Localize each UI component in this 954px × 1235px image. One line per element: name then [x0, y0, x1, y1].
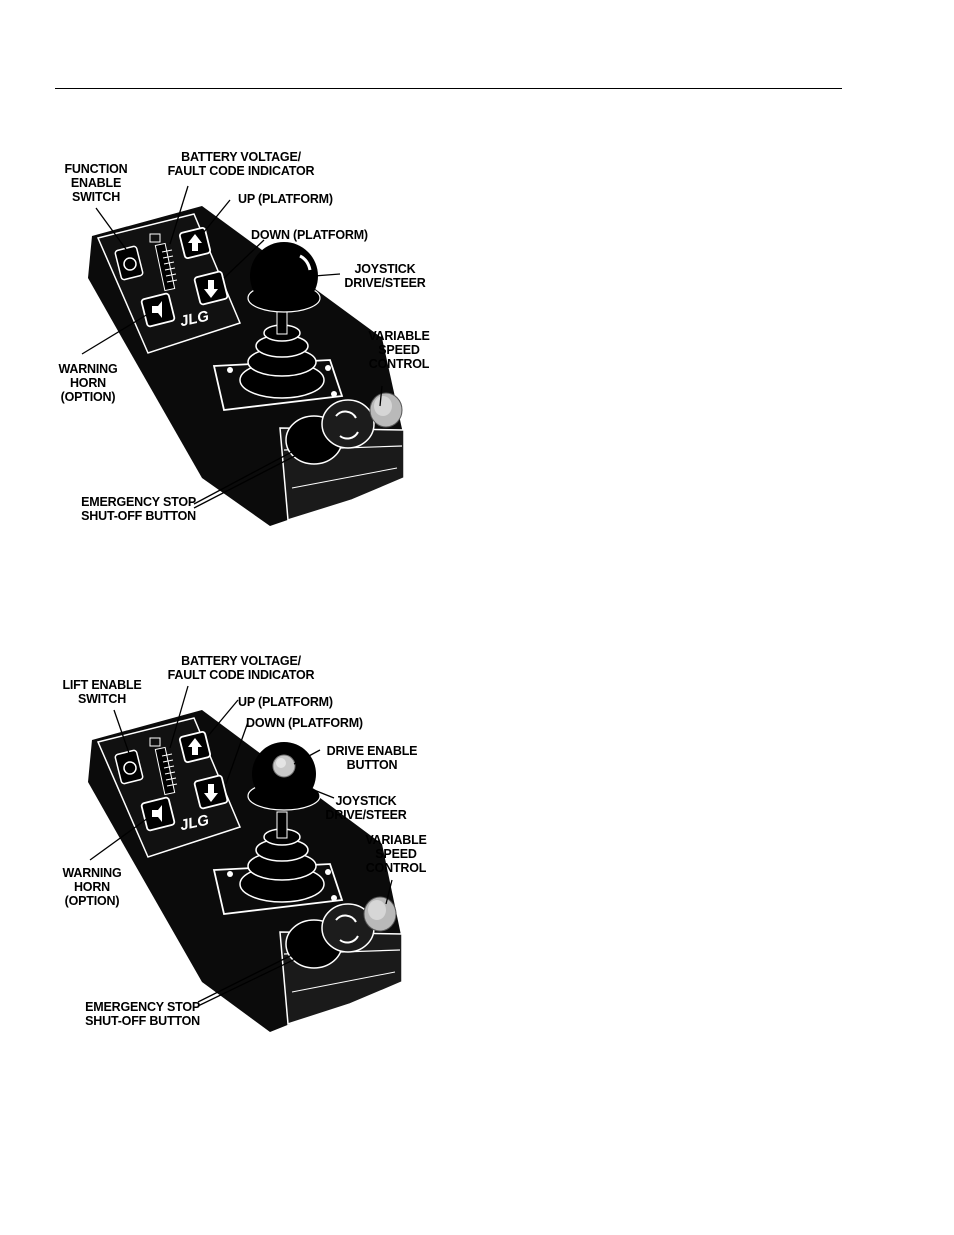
- leader-lines: [81, 185, 383, 509]
- lift-enable-switch: [114, 749, 144, 785]
- label-warning-horn: WARNING HORN (OPTION): [62, 866, 122, 908]
- control-box-figure-1: JLG: [52, 148, 437, 548]
- down-button: [193, 270, 229, 306]
- joystick-knob: [247, 242, 321, 313]
- label-function-enable-switch: FUNCTION ENABLE SWITCH: [64, 162, 128, 204]
- label-warning-horn: WARNING HORN (OPTION): [58, 362, 118, 404]
- control-box-illustration: JLG: [88, 685, 403, 1032]
- up-button: [178, 226, 212, 260]
- horn-button: [140, 292, 176, 328]
- label-battery-indicator: BATTERY VOLTAGE/ FAULT CODE INDICATOR: [167, 150, 315, 178]
- label-joystick: JOYSTICK DRIVE/STEER: [325, 794, 407, 822]
- header-rule: [55, 88, 842, 89]
- down-button: [193, 774, 229, 810]
- label-emergency-stop: EMERGENCY STOP SHUT-OFF BUTTON: [85, 1000, 200, 1028]
- label-battery-indicator: BATTERY VOLTAGE/ FAULT CODE INDICATOR: [167, 654, 315, 682]
- label-down-platform: DOWN (PLATFORM): [251, 228, 368, 242]
- joystick-knob: [247, 742, 321, 811]
- battery-indicator: [149, 233, 178, 292]
- up-button: [178, 730, 212, 764]
- label-joystick: JOYSTICK DRIVE/STEER: [344, 262, 426, 290]
- control-box-figure-2: JLG: [52, 650, 437, 1050]
- label-variable-speed: VARIABLE SPEED CONTROL: [365, 833, 427, 875]
- jlg-logo: JLG: [178, 812, 210, 835]
- label-lift-enable-switch: LIFT ENABLE SWITCH: [62, 678, 142, 706]
- variable-speed-knob: [363, 896, 397, 932]
- horn-button: [140, 796, 176, 832]
- emergency-stop-button: [285, 399, 375, 465]
- control-box-illustration: JLG: [81, 185, 405, 526]
- joystick-boot: [239, 811, 325, 903]
- label-drive-enable-button: DRIVE ENABLE BUTTON: [326, 744, 418, 772]
- jlg-logo: JLG: [178, 308, 210, 331]
- label-up-platform: UP (PLATFORM): [238, 695, 333, 709]
- label-down-platform: DOWN (PLATFORM): [246, 716, 363, 730]
- battery-indicator: [149, 737, 178, 796]
- label-emergency-stop: EMERGENCY STOP SHUT-OFF BUTTON: [81, 495, 196, 523]
- joystick-boot: [239, 307, 325, 399]
- label-up-platform: UP (PLATFORM): [238, 192, 333, 206]
- leader-lines: [89, 685, 393, 1007]
- variable-speed-knob: [369, 392, 403, 428]
- function-enable-switch: [114, 245, 144, 281]
- label-variable-speed: VARIABLE SPEED CONTROL: [368, 329, 430, 371]
